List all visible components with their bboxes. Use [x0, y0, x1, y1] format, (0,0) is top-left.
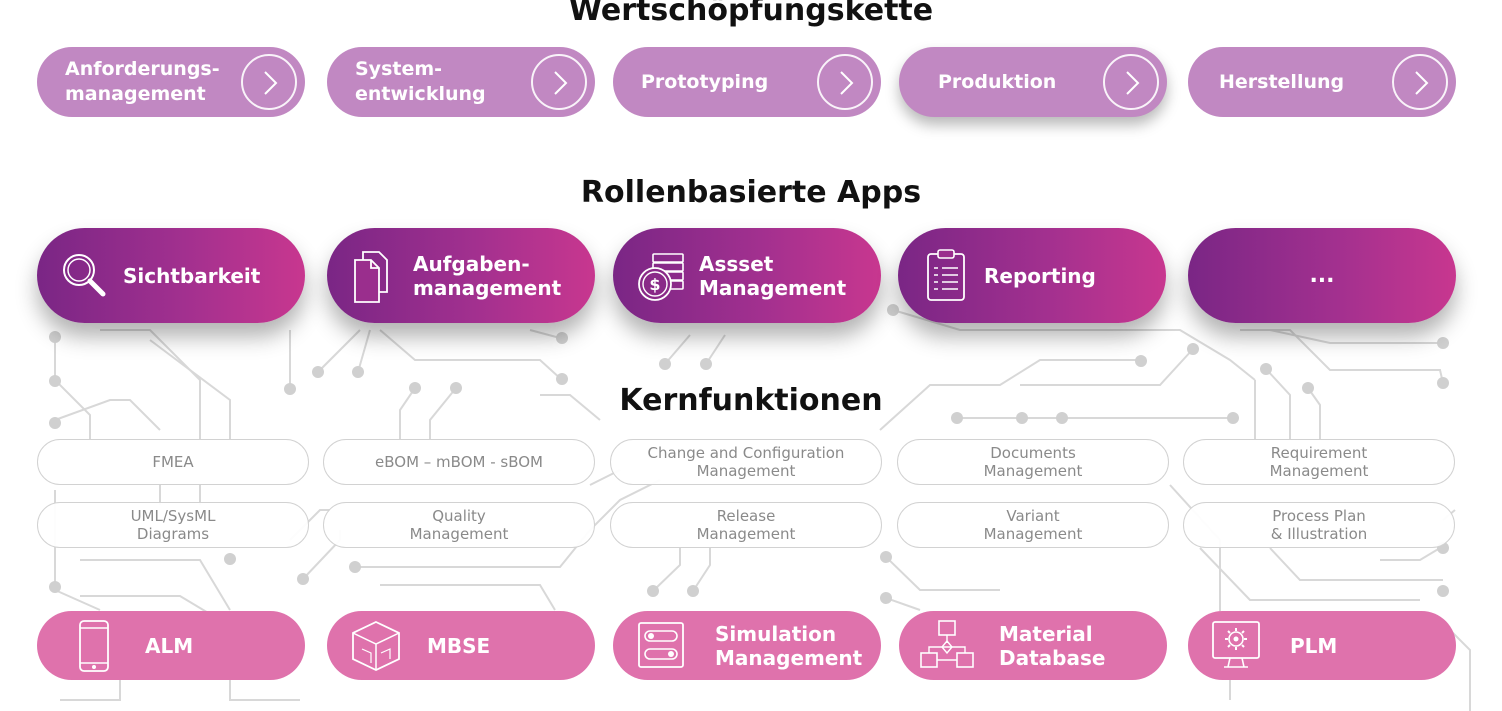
hierarchy-icon [920, 619, 974, 668]
app-label: Assset Management [699, 251, 847, 300]
phone-icon [79, 619, 109, 672]
core-function-chip[interactable]: Requirement Management [1183, 439, 1455, 485]
app-label: ... [1309, 262, 1335, 288]
value-chain-step-label: Herstellung [1219, 70, 1345, 93]
tool-label: Simulation Management [715, 621, 863, 670]
core-function-chip[interactable]: Documents Management [897, 439, 1169, 485]
monitor-gear-icon [1212, 620, 1260, 668]
core-functions-heading: Kernfunktionen [619, 383, 883, 418]
tool-label: ALM [145, 633, 194, 658]
value-chain-heading: Wertschöpfungskette [568, 0, 934, 28]
svg-text:$: $ [649, 275, 660, 294]
app-label: Aufgaben- management [413, 251, 562, 300]
core-function-chip[interactable]: Change and Configuration Management [610, 439, 882, 485]
magnifier-icon [63, 253, 106, 296]
chevron-right-icon [817, 54, 873, 110]
chevron-right-icon [1392, 54, 1448, 110]
app-label: Reporting [984, 263, 1096, 288]
value-chain-step-label: Anforderungs- management [65, 58, 220, 105]
app-reporting[interactable]: Reporting [898, 228, 1166, 323]
core-function-chip[interactable]: Quality Management [323, 502, 595, 548]
tool-alm[interactable]: ALM [37, 611, 305, 680]
value-chain-step-prototyping[interactable]: Prototyping [613, 47, 881, 117]
core-function-chip[interactable]: Variant Management [897, 502, 1169, 548]
tool-plm[interactable]: PLM [1188, 611, 1456, 680]
tool-label: MBSE [427, 633, 491, 658]
role-apps-heading: Rollenbasierte Apps [580, 175, 922, 210]
tool-mbse[interactable]: MBSE [327, 611, 595, 680]
app-asset-management[interactable]: $ Assset Management [613, 228, 881, 323]
tool-label: Material Database [999, 621, 1106, 670]
app-more[interactable]: ... [1188, 228, 1456, 323]
value-chain-step-requirements[interactable]: Anforderungs- management [37, 47, 305, 117]
value-chain-step-label: Prototyping [641, 70, 769, 93]
core-function-chip[interactable]: Release Management [610, 502, 882, 548]
chevron-right-icon [531, 54, 587, 110]
tool-material-database[interactable]: Material Database [899, 611, 1167, 680]
chevron-right-icon [241, 54, 297, 110]
core-function-chip[interactable]: FMEA [37, 439, 309, 485]
core-function-chip[interactable]: Process Plan & Illustration [1183, 502, 1455, 548]
app-label: Sichtbarkeit [123, 263, 261, 288]
app-task-management[interactable]: Aufgaben- management [327, 228, 595, 323]
tool-simulation-management[interactable]: Simulation Management [613, 611, 881, 680]
toggle-panel-icon [638, 621, 684, 668]
core-function-chip[interactable]: UML/SysML Diagrams [37, 502, 309, 548]
chevron-right-icon [1103, 54, 1159, 110]
core-function-chip[interactable]: eBOM – mBOM - sBOM [323, 439, 595, 485]
documents-icon [354, 250, 388, 303]
value-chain-step-label: System- entwicklung [355, 58, 486, 105]
cube-icon [352, 620, 400, 671]
value-chain-step-manufacturing[interactable]: Herstellung [1188, 47, 1456, 117]
value-chain-step-system-development[interactable]: System- entwicklung [327, 47, 595, 117]
clipboard-icon [927, 248, 965, 301]
coin-stack-icon: $ [638, 252, 684, 301]
app-visibility[interactable]: Sichtbarkeit [37, 228, 305, 323]
value-chain-step-label: Produktion [938, 70, 1057, 93]
value-chain-step-production[interactable]: Produktion [899, 47, 1167, 117]
tool-label: PLM [1290, 633, 1338, 658]
